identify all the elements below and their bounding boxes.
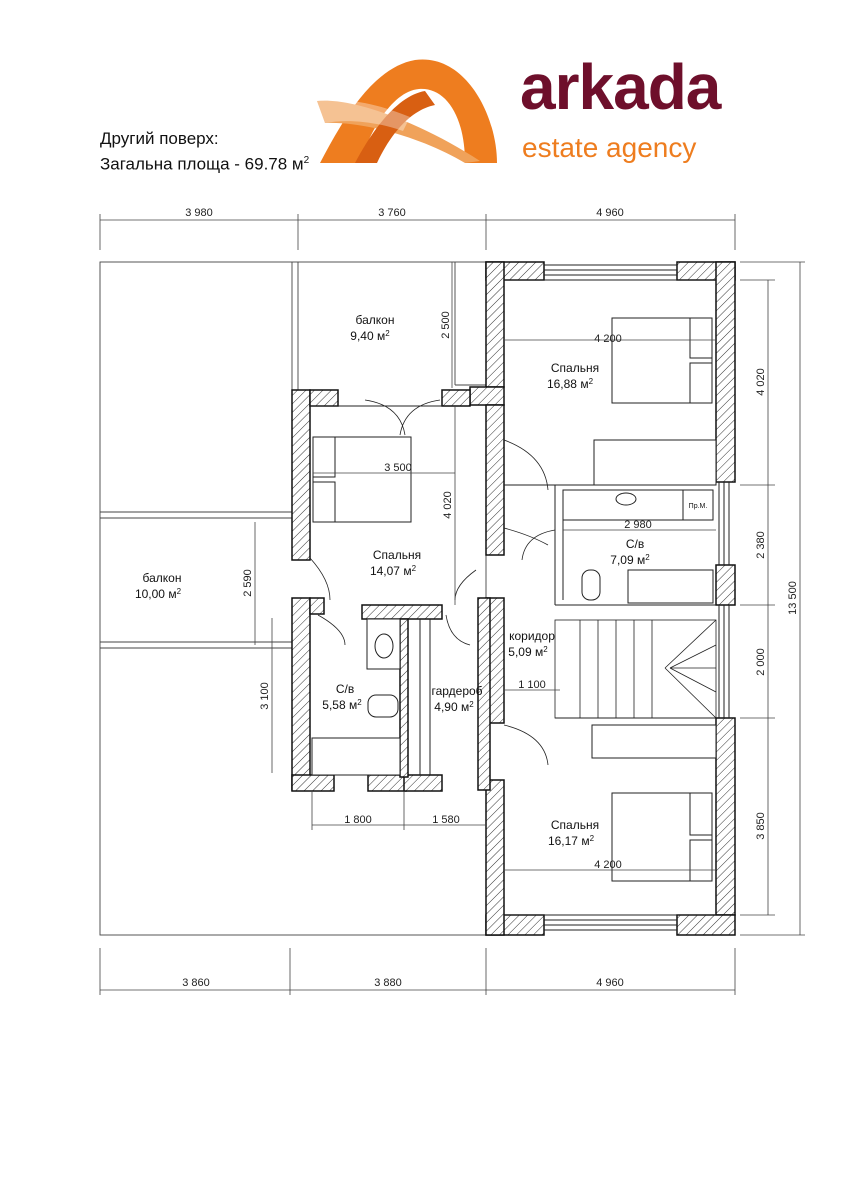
room-label-bedroom-bottom-right: Спальня 16,17 м2 xyxy=(548,818,599,848)
svg-text:Спальня: Спальня xyxy=(551,818,599,832)
room-label-bathroom-right: С/в 7,09 м2 xyxy=(610,537,650,567)
dim-bedroom-bottom-right-width: 4 200 xyxy=(594,859,622,871)
dim-right-2: 2 380 xyxy=(755,531,767,559)
dim-right-1: 4 020 xyxy=(755,368,767,396)
arkada-logo-icon xyxy=(317,59,497,163)
top-dimension-chain xyxy=(99,214,736,250)
bathroom-left-fixtures xyxy=(311,618,431,776)
room-label-wardrobe: гардероб 4,90 м2 xyxy=(431,684,482,714)
room-label-bedroom-left: Спальня 14,07 м2 xyxy=(370,548,421,578)
svg-text:балкон: балкон xyxy=(143,571,182,585)
svg-text:Спальня: Спальня xyxy=(551,361,599,375)
svg-text:коридор: коридор xyxy=(509,629,555,643)
svg-text:10,00 м2: 10,00 м2 xyxy=(135,587,182,601)
floor-label: Другий поверх: xyxy=(100,129,219,148)
svg-text:балкон: балкон xyxy=(356,313,395,327)
brand-tagline: estate agency xyxy=(522,132,697,163)
dim-bottom-3: 4 960 xyxy=(596,977,624,989)
dim-bedroom-left-depth: 4 020 xyxy=(442,491,454,519)
dim-top-2: 3 760 xyxy=(378,207,406,219)
svg-text:С/в: С/в xyxy=(336,682,354,696)
bed-top-right-icon xyxy=(593,317,717,486)
windows xyxy=(544,264,730,931)
door-swings xyxy=(309,399,556,766)
dim-right-total: 13 500 xyxy=(787,581,799,615)
dim-bathroom-left-width: 1 800 xyxy=(344,814,372,826)
dim-bottom-2: 3 880 xyxy=(374,977,402,989)
svg-text:С/в: С/в xyxy=(626,537,644,551)
svg-text:гардероб: гардероб xyxy=(431,684,482,698)
dim-bedroom-top-right-width: 4 200 xyxy=(594,333,622,345)
room-label-bedroom-top-right: Спальня 16,88 м2 xyxy=(547,361,599,391)
dim-bedroom-left-width: 3 500 xyxy=(384,462,412,474)
svg-text:16,88 м2: 16,88 м2 xyxy=(547,377,594,391)
dim-top-3: 4 960 xyxy=(596,207,624,219)
dim-balcony-top-depth: 2 500 xyxy=(440,311,452,339)
svg-text:Спальня: Спальня xyxy=(373,548,421,562)
dim-right-3: 2 000 xyxy=(755,648,767,676)
room-label-corridor: коридор 5,09 м2 xyxy=(508,629,555,659)
brand-name: arkada xyxy=(520,51,721,123)
bottom-dimension-chain xyxy=(99,948,736,995)
dim-bathroom-left-depth: 3 100 xyxy=(259,682,271,710)
bathroom-right-fixtures xyxy=(562,489,714,604)
bed-left-icon xyxy=(312,436,412,523)
floor-plan-title: Другий поверх: Загальна площа - 69.78 м2 xyxy=(100,128,309,176)
room-label-balcony-top: балкон 9,40 м2 xyxy=(350,313,394,343)
bed-bottom-right-icon xyxy=(591,724,717,882)
dim-right-4: 3 850 xyxy=(755,812,767,840)
svg-text:16,17 м2: 16,17 м2 xyxy=(548,834,595,848)
svg-text:9,40 м2: 9,40 м2 xyxy=(350,329,390,343)
laundry-label: Пр.М. xyxy=(689,503,708,510)
interior-dims xyxy=(254,339,716,871)
right-dimension-chain xyxy=(740,261,805,936)
svg-text:14,07 м2: 14,07 м2 xyxy=(370,564,417,578)
dim-top-1: 3 980 xyxy=(185,207,213,219)
dim-balcony-left-depth: 2 590 xyxy=(242,569,254,597)
dim-bottom-1: 3 860 xyxy=(182,977,210,989)
walls xyxy=(291,261,736,936)
svg-text:5,58 м2: 5,58 м2 xyxy=(322,698,362,712)
svg-text:5,09 м2: 5,09 м2 xyxy=(508,645,548,659)
room-label-bathroom-left: С/в 5,58 м2 xyxy=(322,682,362,712)
dim-wardrobe-width: 1 580 xyxy=(432,814,460,826)
dim-bathroom-right-width: 2 980 xyxy=(624,519,652,531)
svg-text:4,90 м2: 4,90 м2 xyxy=(434,700,474,714)
staircase xyxy=(554,619,717,719)
dim-corridor-width: 1 100 xyxy=(518,679,546,691)
total-area-label: Загальна площа - 69.78 м2 xyxy=(100,154,310,174)
room-label-balcony-left: балкон 10,00 м2 xyxy=(135,571,182,601)
svg-text:7,09 м2: 7,09 м2 xyxy=(610,553,650,567)
